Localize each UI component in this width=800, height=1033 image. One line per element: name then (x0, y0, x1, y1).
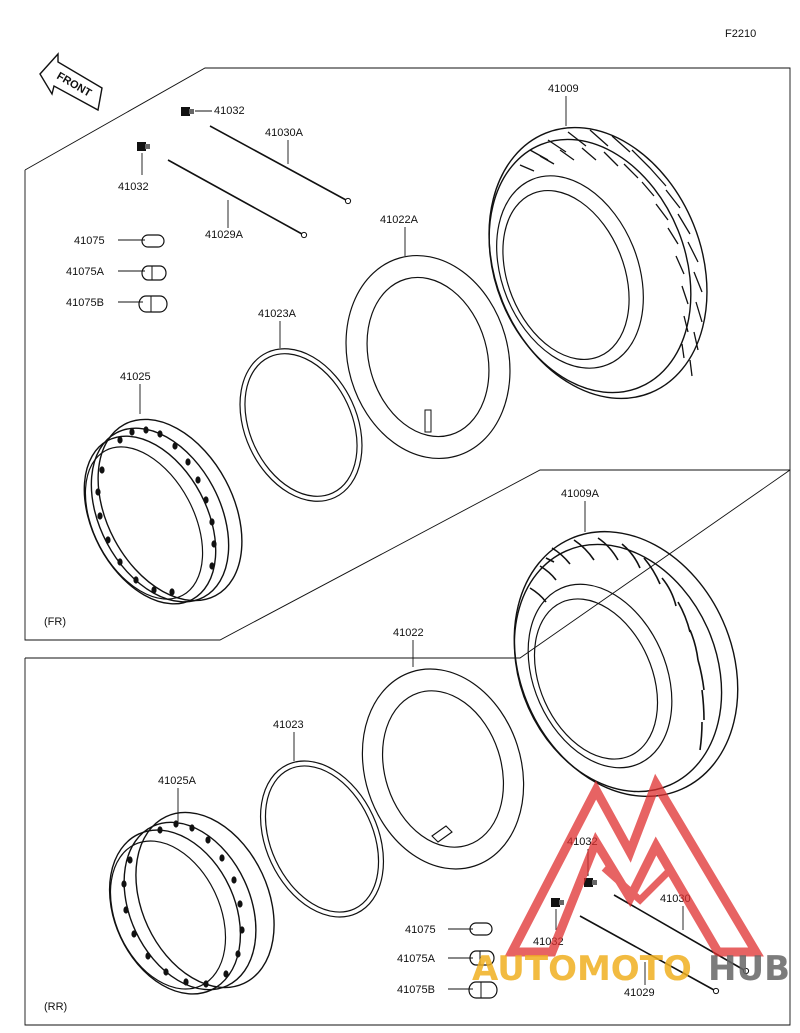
part-label-front-nipple-b: 41032 (118, 181, 149, 193)
rear-rim (108, 811, 275, 995)
part-label-front-valve-cap-a: 41075A (66, 266, 105, 278)
part-label-front-rim: 41025 (120, 371, 151, 383)
front-spoke-b (167, 159, 308, 239)
watermark-text-part2: HUB (708, 949, 790, 989)
front-valve-cap-a (141, 265, 167, 281)
rear-spoke-a (613, 894, 750, 975)
part-label-front-tube: 41022A (380, 214, 419, 226)
part-label-front-nipple-a: 41032 (214, 105, 245, 117)
part-label-front-rim-band: 41023A (258, 308, 297, 320)
part-label-front-spoke-b: 41029A (205, 229, 244, 241)
rear-nipple-b (551, 898, 564, 907)
front-section-border (24, 67, 791, 641)
watermark-logo (504, 773, 764, 957)
rear-valve-cap-a (469, 950, 495, 966)
part-label-front-valve-cap-b: 41075B (66, 297, 104, 309)
part-label-rear-rim-band: 41023 (273, 719, 304, 731)
part-label-front-valve-cap: 41075 (74, 235, 105, 247)
rear-valve-cap (469, 922, 493, 936)
front-tube (345, 254, 511, 460)
part-label-rear-valve-cap: 41075 (405, 924, 436, 936)
rear-rim-band (259, 760, 385, 918)
part-label-rear-spoke-b: 41029 (624, 987, 655, 999)
part-label-front-spoke-a: 41030A (265, 127, 304, 139)
section-label-front: (FR) (44, 616, 66, 628)
rear-tire (513, 530, 739, 798)
front-valve-cap-b (138, 295, 168, 313)
front-rim (83, 418, 243, 605)
watermark-text-part1: AUTOMOTO (472, 949, 692, 989)
front-nipple-a (181, 107, 194, 116)
section-label-rear: (RR) (44, 1001, 67, 1013)
front-nipple-b (137, 142, 150, 151)
watermark-text: AUTOMOTO HUB (472, 949, 790, 989)
part-label-rear-valve-cap-b: 41075B (397, 984, 435, 996)
rear-nipple-a (584, 878, 597, 887)
front-rim-spoke-holes (95, 426, 217, 596)
part-label-rear-tube: 41022 (393, 627, 424, 639)
front-spoke-a (209, 125, 352, 205)
diagram-id: F2210 (725, 28, 756, 40)
front-arrow-icon: FRONT (39, 52, 103, 112)
part-label-rear-valve-cap-a: 41075A (397, 953, 436, 965)
rear-tube (361, 668, 525, 870)
rear-valve-cap-b (468, 981, 498, 999)
part-label-front-tire: 41009 (548, 83, 579, 95)
rear-section-border (24, 469, 791, 1026)
front-rim-band (239, 348, 363, 502)
front-valve-cap (141, 234, 165, 248)
front-tire (488, 126, 708, 400)
part-label-rear-rim: 41025A (158, 775, 197, 787)
part-label-rear-tire: 41009A (561, 488, 600, 500)
rear-spoke-b (579, 915, 720, 995)
